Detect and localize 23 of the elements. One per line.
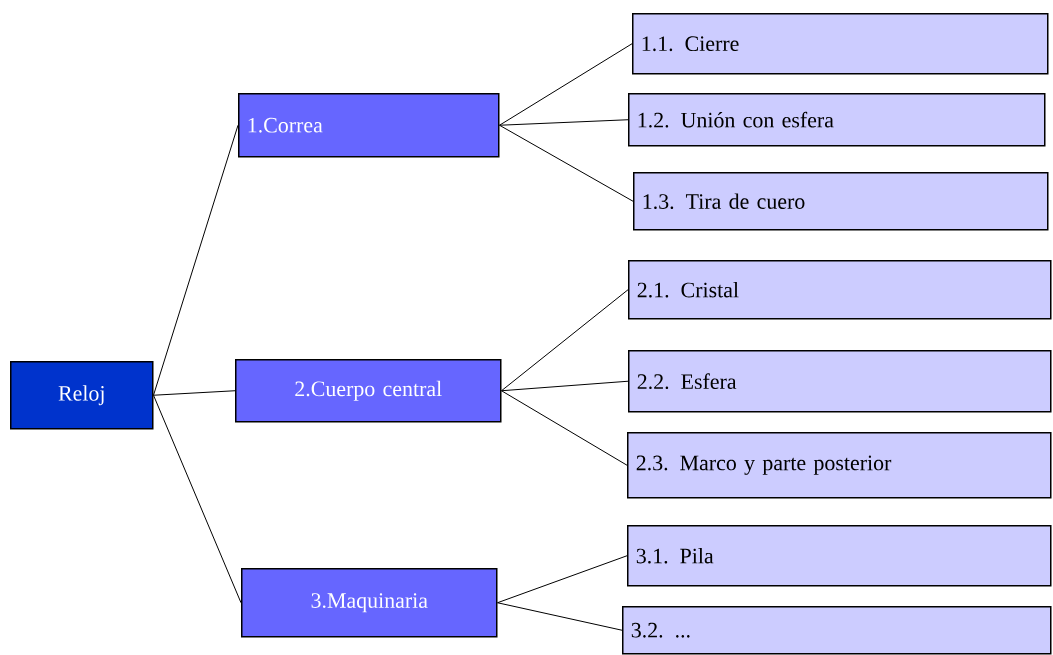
connector-line bbox=[499, 43, 633, 126]
connector-line bbox=[497, 602, 623, 631]
root-box: Reloj bbox=[10, 361, 154, 430]
connector-line bbox=[499, 119, 629, 126]
part-box: 2.2. Esfera bbox=[628, 350, 1052, 413]
category-box: 1.Correa bbox=[238, 93, 500, 158]
connector-line bbox=[153, 394, 242, 604]
category-box: 3.Maquinaria bbox=[241, 568, 498, 638]
part-box: 3.1. Pila bbox=[627, 525, 1052, 587]
connector-line bbox=[153, 390, 236, 396]
part-box: 2.1. Cristal bbox=[628, 260, 1052, 320]
connector-line bbox=[497, 555, 628, 604]
part-box: 1.1. Cierre bbox=[632, 13, 1049, 75]
connector-line bbox=[501, 380, 629, 392]
part-box: 3.2. ... bbox=[622, 606, 1052, 655]
part-box: 1.2. Unión con esfera bbox=[628, 93, 1046, 147]
connector-line bbox=[499, 124, 634, 202]
category-box: 2.Cuerpo central bbox=[235, 359, 502, 423]
connector-line bbox=[501, 390, 628, 466]
part-box: 2.3. Marco y parte posterior bbox=[627, 432, 1052, 499]
part-box: 1.3. Tira de cuero bbox=[633, 172, 1049, 231]
connector-line bbox=[501, 289, 629, 392]
connector-line bbox=[153, 124, 239, 396]
